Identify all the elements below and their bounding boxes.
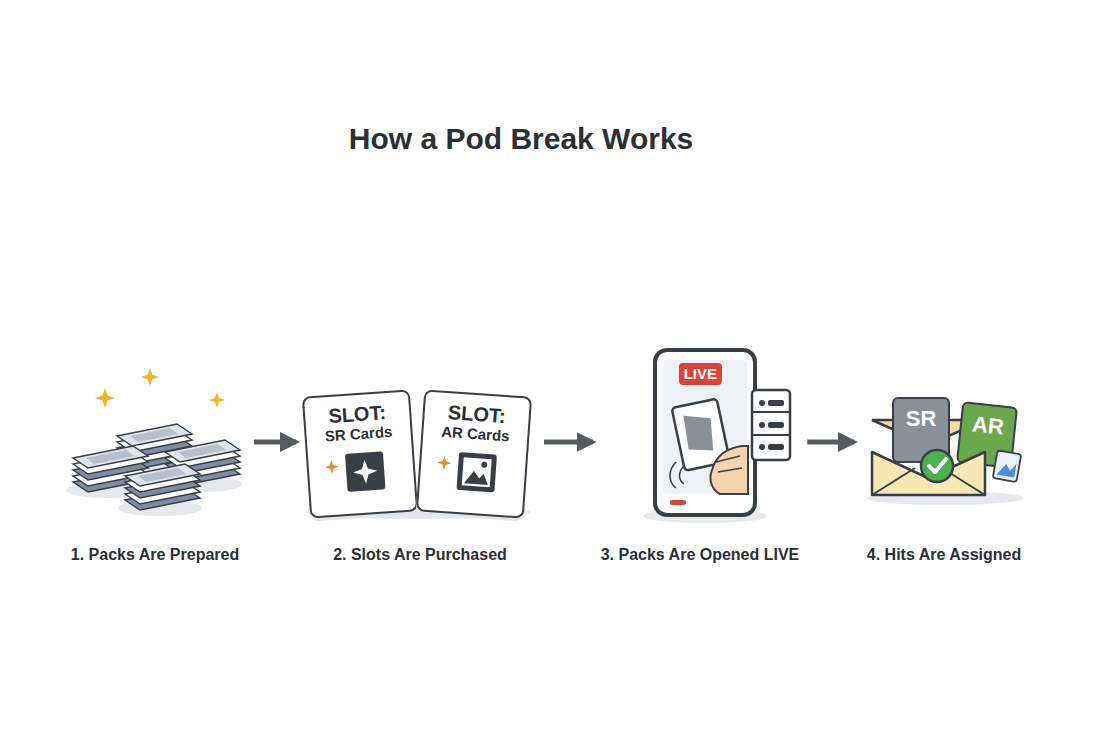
flow-arrow: [807, 440, 854, 445]
diagram-title: How a Pod Break Works: [0, 122, 1042, 156]
step-group: 3. Packs Are Opened LIVE LIVE: [597, 340, 804, 570]
envelope: [867, 398, 1023, 505]
step-group: 2. Slots Are Purchased SLOT:SR CardsSLOT:…: [300, 340, 540, 570]
live-label: LIVE: [684, 363, 717, 385]
flow-arrow: [544, 440, 593, 445]
rarity-label: SR: [893, 406, 949, 432]
step-caption: 1. Packs Are Prepared: [60, 546, 250, 564]
step-caption: 4. Hits Are Assigned: [858, 546, 1030, 564]
pack-stacks: [66, 424, 242, 516]
live-badge: LIVE: [679, 363, 722, 385]
slot-label: AR Cards: [429, 422, 522, 446]
sparkle-icon: [315, 446, 408, 498]
slot-card: SLOT:SR Cards: [302, 389, 418, 518]
step-group: 1. Packs Are Prepared: [60, 340, 250, 570]
flow-arrow: [254, 440, 296, 445]
step-caption: 3. Packs Are Opened LIVE: [597, 546, 804, 564]
hit-card: SR: [893, 398, 949, 462]
hit-card: AR: [957, 402, 1017, 467]
step-group: 4. Hits Are Assigned SR AR: [858, 340, 1030, 570]
slot-label: SR Cards: [312, 422, 405, 446]
rarity-label: AR: [960, 410, 1016, 442]
step-caption: 2. Slots Are Purchased: [300, 546, 540, 564]
image-icon: [426, 446, 519, 498]
phone: [643, 350, 790, 523]
sparkles: [95, 368, 225, 408]
slot-card: SLOT:AR Cards: [416, 389, 532, 518]
